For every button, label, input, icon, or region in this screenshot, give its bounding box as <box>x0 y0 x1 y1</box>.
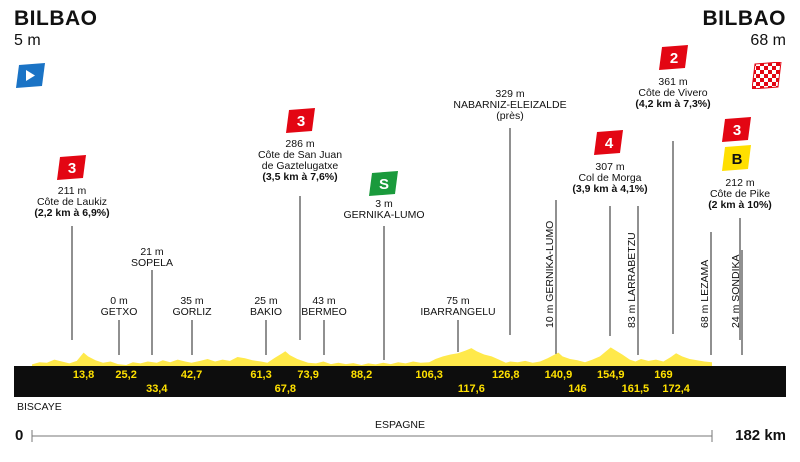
km-bar <box>14 366 786 397</box>
place-ibarrangelu: 75 m IBARRANGELU <box>420 295 496 319</box>
climb-category-gaztelugatxe: 3 <box>297 113 305 130</box>
climb-badge-vivero-icon: 2 <box>659 45 689 70</box>
climb-label-vivero: 361 m Côte de Vivero (4,2 km à 7,3%) <box>635 76 711 111</box>
place-name: SOPELA <box>130 257 174 270</box>
km-label-top: 13,8 <box>72 369 95 381</box>
place-getxo: 0 m GETXO <box>100 295 138 319</box>
place-name: BAKIO <box>249 306 283 319</box>
elevation-fill <box>32 347 712 366</box>
km-label-bottom: 117,6 <box>457 383 485 395</box>
climb-badge-morga-icon: 4 <box>594 130 624 155</box>
climb-altitude: 286 m <box>285 138 315 150</box>
climb-badge-gaztelugatxe-icon: 3 <box>286 108 316 133</box>
marker-lines <box>71 128 743 360</box>
place-name: BERMEO <box>301 306 347 319</box>
place-bakio: 25 m BAKIO <box>249 295 283 319</box>
climb-name-line2: de Gaztelugatxe <box>261 160 339 173</box>
place-altitude: 35 m <box>180 295 204 307</box>
sprint-label-text: 3 m GERNIKA-LUMO <box>343 198 425 222</box>
place-altitude: 0 m <box>110 295 128 307</box>
climb-altitude: 212 m <box>725 177 755 189</box>
place-altitude: 25 m <box>254 295 278 307</box>
km-label-bottom: 161,5 <box>621 383 650 395</box>
start-altitude: 5 m <box>14 32 41 49</box>
km-label-bottom: 67,8 <box>274 383 297 395</box>
place-altitude: 75 m <box>446 295 470 307</box>
start-flag-icon <box>16 63 46 88</box>
climb-stats: (3,5 km à 7,6%) <box>262 171 338 184</box>
climb-name: Côte de Laukiz <box>36 196 108 209</box>
climb-category-laukiz: 3 <box>68 160 76 177</box>
km-label-bottom: 33,4 <box>146 383 168 395</box>
km-label-top: 88,2 <box>350 369 373 381</box>
sprint-badge-icon: S <box>369 171 399 196</box>
vertical-place-larrabetzu: 83 m LARRABETZU <box>626 232 638 328</box>
climb-altitude: 211 m <box>57 185 87 197</box>
place-altitude: 43 m <box>312 295 336 307</box>
place-sopela: 21 m SOPELA <box>130 246 174 270</box>
km-label-bottom: 146 <box>568 383 587 395</box>
place-altitude: 21 m <box>140 246 164 258</box>
km-label-top: 25,2 <box>115 369 137 381</box>
place-name: GORLIZ <box>172 306 212 319</box>
finish-city: BILBAO <box>702 7 786 30</box>
km-label-top: 61,3 <box>250 369 272 381</box>
start-city: BILBAO <box>14 7 98 30</box>
climb-stats: (4,2 km à 7,3%) <box>635 98 711 111</box>
climb-name: Col de Morga <box>578 172 642 185</box>
climb-category-pike: 3 <box>733 122 741 139</box>
climb-name-line1: Côte de San Juan <box>257 149 343 162</box>
climb-badge-pike-icon: 3 <box>722 117 752 142</box>
sprint-altitude: 3 m <box>375 198 393 210</box>
km-label-top: 73,9 <box>297 369 319 381</box>
climb-label-morga: 307 m Col de Morga (3,9 km à 4,1%) <box>572 161 648 196</box>
distance-start: 0 <box>15 427 24 444</box>
place-name: IBARRANGELU <box>420 306 496 319</box>
place-name: GETXO <box>100 306 138 319</box>
country-label: ESPAGNE <box>375 419 425 431</box>
km-label-top: 106,3 <box>415 369 443 381</box>
summit-note: (près) <box>496 110 524 123</box>
summit-name: NABARNIZ-ELEIZALDE <box>453 99 567 112</box>
climb-badge-laukiz-icon: 3 <box>57 155 87 180</box>
vertical-place-sondika: 24 m SONDIKA <box>730 254 742 328</box>
climb-label-pike: 212 m Côte de Pike (2 km à 10%) <box>708 177 772 212</box>
km-label-top: 126,8 <box>491 369 520 381</box>
distance-end: 182 km <box>735 427 786 444</box>
km-label-top: 169 <box>654 369 673 381</box>
climb-name: Côte de Vivero <box>638 87 708 100</box>
km-label-top: 140,9 <box>544 369 573 381</box>
climb-stats: (3,9 km à 4,1%) <box>572 183 648 196</box>
km-label-bottom: 172,4 <box>662 383 690 395</box>
km-label-top: 154,9 <box>596 369 625 381</box>
bonus-badge-icon: B <box>722 145 752 171</box>
summit-altitude: 329 m <box>495 88 525 100</box>
climb-altitude: 361 m <box>658 76 688 88</box>
sprint-name: GERNIKA-LUMO <box>343 209 425 222</box>
climb-altitude: 307 m <box>595 161 625 173</box>
climb-category-vivero: 2 <box>670 50 678 67</box>
km-label-top: 42,7 <box>180 369 203 381</box>
place-bermeo: 43 m BERMEO <box>301 295 347 319</box>
climb-name: Côte de Pike <box>709 188 771 201</box>
climb-stats: (2,2 km à 6,9%) <box>34 207 110 220</box>
finish-altitude: 68 m <box>750 32 786 49</box>
climb-label-laukiz: 211 m Côte de Laukiz (2,2 km à 6,9%) <box>34 185 110 220</box>
sprint-label: S <box>379 176 389 193</box>
climb-category-morga: 4 <box>605 135 614 152</box>
vertical-place-gernika: 10 m GERNIKA-LUMO <box>544 220 556 328</box>
place-gorliz: 35 m GORLIZ <box>172 295 212 319</box>
climb-stats: (2 km à 10%) <box>708 199 772 212</box>
finish-flag-icon <box>751 61 782 90</box>
bonus-label: B <box>732 151 743 168</box>
climb-label-gaztelugatxe: 286 m Côte de San Juan de Gaztelugatxe (… <box>257 138 343 184</box>
region-label: BISCAYE <box>17 401 62 413</box>
vertical-place-lezama: 68 m LEZAMA <box>699 259 711 328</box>
summit-label: 329 m NABARNIZ-ELEIZALDE (près) <box>453 88 567 123</box>
